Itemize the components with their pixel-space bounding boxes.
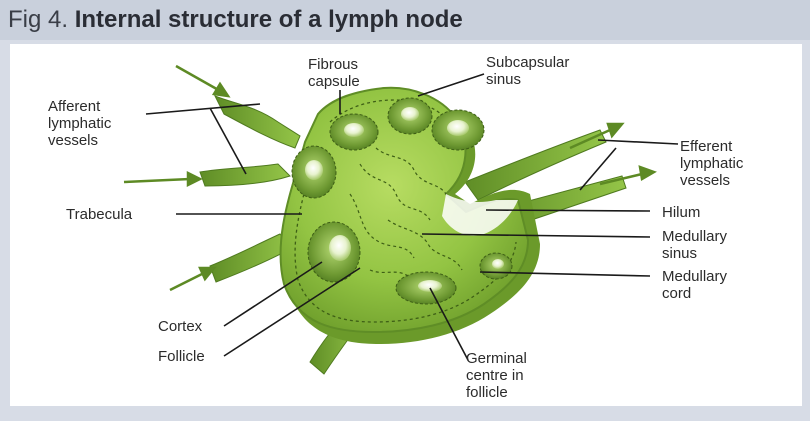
germinal-centre-3 <box>447 120 469 136</box>
arrow-head-3 <box>200 268 214 279</box>
label-cortex: Cortex <box>158 318 202 335</box>
arrow-head-1 <box>214 84 228 96</box>
figure-number: Fig 4. <box>8 6 68 33</box>
label-subcapsular-sinus: Subcapsular sinus <box>486 54 569 88</box>
germinal-centre-7 <box>492 259 504 269</box>
label-follicle: Follicle <box>158 348 205 365</box>
germinal-centre-6 <box>418 280 442 292</box>
leader-hilum <box>486 210 650 211</box>
label-fibrous-capsule: Fibrous capsule <box>308 56 360 90</box>
leader-subcapsular-sinus <box>418 74 484 96</box>
figure-title: Fig 4. Internal structure of a lymph nod… <box>8 6 463 34</box>
arrow-head-2 <box>188 173 200 185</box>
lymph-node-diagram <box>10 44 802 406</box>
leader-efferent-a <box>598 140 678 144</box>
germinal-centre-1 <box>344 123 364 137</box>
label-medullary-cord: Medullary cord <box>662 268 727 302</box>
arrow-head-5 <box>640 167 654 179</box>
label-efferent-lymphatic-vessels: Efferent lymphatic vessels <box>680 138 743 189</box>
label-hilum: Hilum <box>662 204 700 221</box>
germinal-centre-4 <box>305 160 323 180</box>
label-medullary-sinus: Medullary sinus <box>662 228 727 262</box>
germinal-centre-2 <box>401 107 419 121</box>
arrow-head-4 <box>608 124 622 136</box>
label-afferent-lymphatic-vessels: Afferent lymphatic vessels <box>48 98 111 149</box>
efferent-flow-arrows <box>570 124 654 184</box>
title-bar: Fig 4. Internal structure of a lymph nod… <box>0 0 810 40</box>
label-germinal-centre: Germinal centre in follicle <box>466 350 527 401</box>
afferent-vessel-middle <box>200 164 290 186</box>
germinal-centre-5 <box>329 235 351 261</box>
figure-heading: Internal structure of a lymph node <box>75 6 463 33</box>
diagram-panel: Fibrous capsule Subcapsular sinus Affere… <box>10 44 802 406</box>
label-trabecula: Trabecula <box>66 206 132 223</box>
